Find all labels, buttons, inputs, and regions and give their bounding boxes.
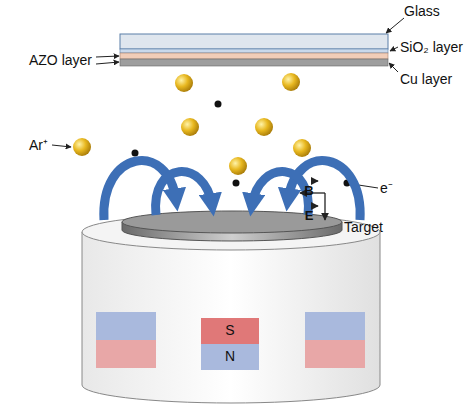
substrate-stack <box>120 34 388 66</box>
pole-label: N <box>225 349 235 363</box>
magnetic-field-lines <box>104 161 360 220</box>
layer-label: Cu layer <box>400 72 452 86</box>
field-label: E <box>305 209 314 222</box>
ion-label: Ar⁺ <box>29 138 48 152</box>
pole-label: S <box>225 323 234 337</box>
field-label: B <box>304 184 313 197</box>
argon-ions <box>73 73 311 175</box>
electron-label: e⁻ <box>380 181 393 195</box>
layer-label: Glass <box>404 4 440 18</box>
layer-label: SiO₂ layer <box>400 40 463 54</box>
magnetron-housing <box>82 214 380 403</box>
leader-lines <box>52 18 404 227</box>
magnets <box>96 312 365 370</box>
part-label: Target <box>344 220 383 234</box>
layer-label: AZO layer <box>29 53 92 67</box>
